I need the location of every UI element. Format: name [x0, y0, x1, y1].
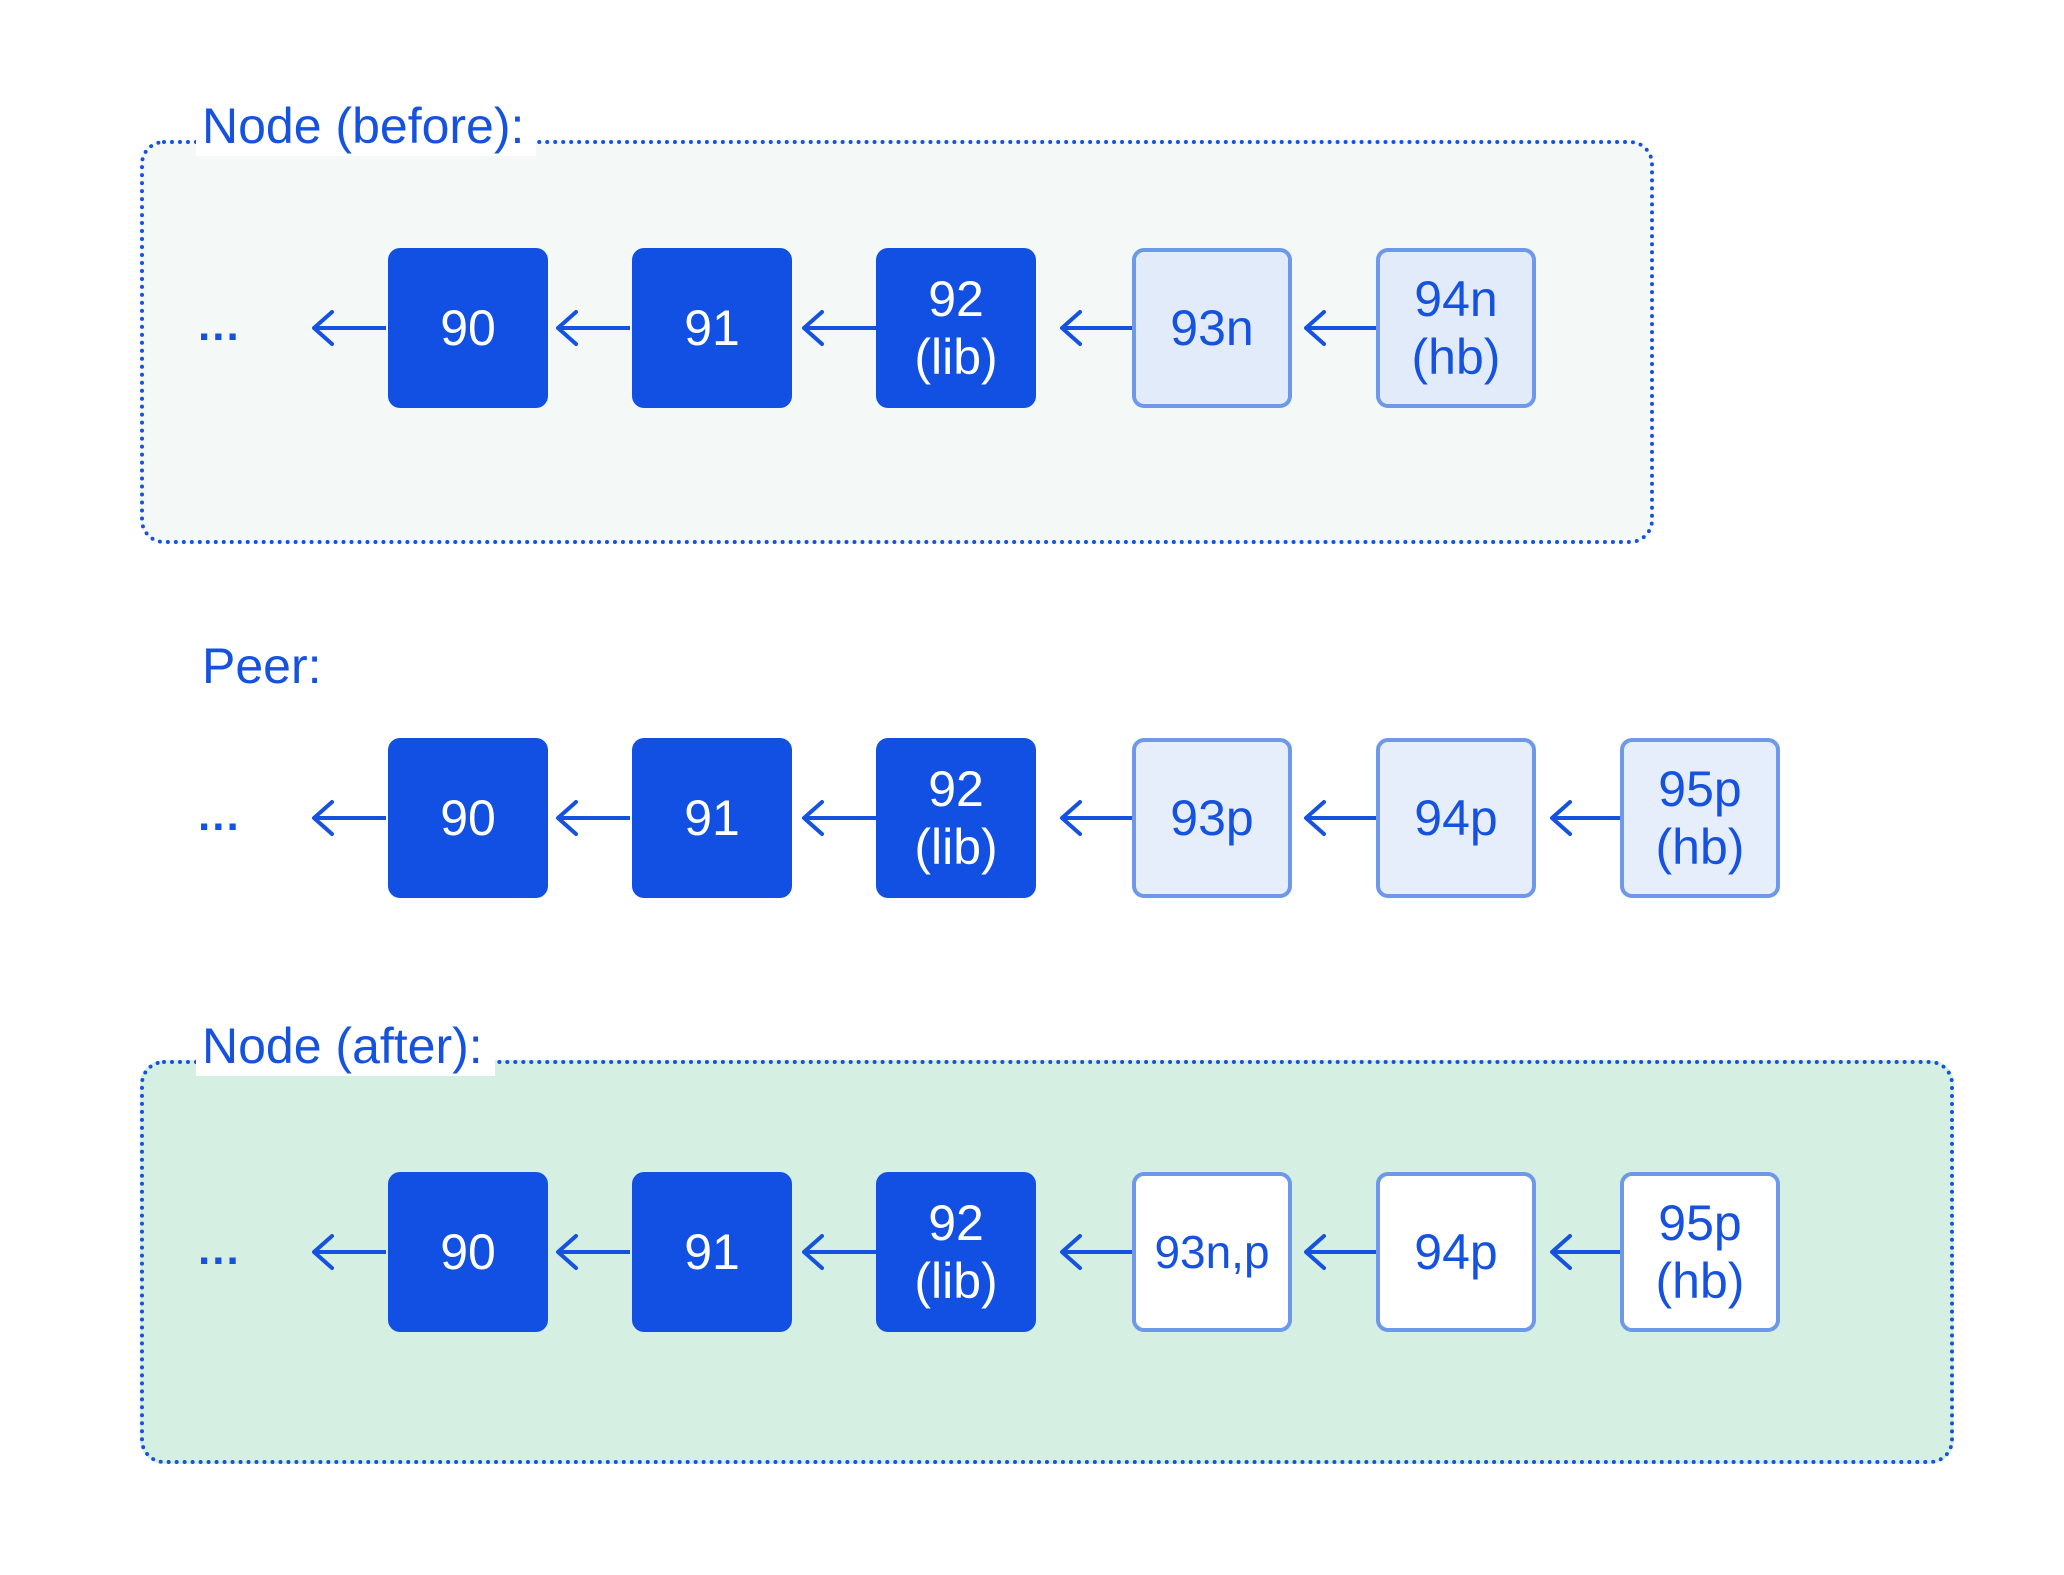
arrow-left-icon [1546, 788, 1626, 848]
block-91: 91 [632, 738, 792, 898]
block-90: 90 [388, 248, 548, 408]
block-93np: 93n,p [1132, 1172, 1292, 1332]
block-label: 90 [440, 790, 496, 846]
block-label: 92 [928, 271, 984, 327]
block-label: 92 [928, 761, 984, 817]
block-label: 94p [1414, 1224, 1498, 1280]
block-94n-hb: 94n(hb) [1376, 248, 1536, 408]
arrow-left-icon [1056, 298, 1136, 358]
block-sublabel: (hb) [1655, 1253, 1745, 1309]
arrow-left-icon [552, 788, 632, 848]
arrow-left-icon [1056, 788, 1136, 848]
node-before-title: Node (before): [196, 96, 537, 156]
arrow-left-icon [1056, 1222, 1136, 1282]
arrow-left-icon [798, 1222, 878, 1282]
node-before-chain: ... 90 91 92(lib) 93n 94n(hb) [0, 248, 2064, 408]
ellipsis: ... [198, 791, 241, 840]
block-93n: 93n [1132, 248, 1292, 408]
arrow-left-icon [1546, 1222, 1626, 1282]
block-sublabel: (lib) [914, 819, 998, 875]
block-label: 91 [684, 1224, 740, 1280]
arrow-left-icon [798, 788, 878, 848]
block-sublabel: (lib) [914, 329, 998, 385]
block-label: 93n [1170, 300, 1254, 356]
block-label: 90 [440, 1224, 496, 1280]
arrow-left-icon [552, 298, 632, 358]
peer-chain: ... 90 91 92(lib) 93p 94p 95p(hb) [0, 738, 2064, 898]
arrow-left-icon [308, 298, 388, 358]
block-label: 93p [1170, 790, 1254, 846]
block-label: 90 [440, 300, 496, 356]
arrow-left-icon [308, 1222, 388, 1282]
block-label: 94p [1414, 790, 1498, 846]
arrow-left-icon [308, 788, 388, 848]
block-sublabel: (lib) [914, 1253, 998, 1309]
block-91: 91 [632, 248, 792, 408]
block-sublabel: (hb) [1655, 819, 1745, 875]
block-95p-hb: 95p(hb) [1620, 738, 1780, 898]
node-after-title: Node (after): [196, 1016, 495, 1076]
block-92-lib: 92(lib) [876, 248, 1036, 408]
ellipsis: ... [198, 1225, 241, 1274]
arrow-left-icon [1300, 298, 1380, 358]
peer-title: Peer: [202, 638, 322, 694]
block-label: 95p [1658, 1195, 1742, 1251]
arrow-left-icon [1300, 1222, 1380, 1282]
block-90: 90 [388, 738, 548, 898]
block-92-lib: 92(lib) [876, 1172, 1036, 1332]
block-label: 92 [928, 1195, 984, 1251]
block-label: 94n [1414, 271, 1498, 327]
arrow-left-icon [552, 1222, 632, 1282]
block-95p-hb: 95p(hb) [1620, 1172, 1780, 1332]
block-label: 93n,p [1154, 1226, 1270, 1278]
block-91: 91 [632, 1172, 792, 1332]
block-sublabel: (hb) [1411, 329, 1501, 385]
node-after-chain: ... 90 91 92(lib) 93n,p 94p 95p(hb) [0, 1172, 2064, 1332]
block-93p: 93p [1132, 738, 1292, 898]
ellipsis: ... [198, 301, 241, 350]
block-label: 91 [684, 790, 740, 846]
block-92-lib: 92(lib) [876, 738, 1036, 898]
block-label: 95p [1658, 761, 1742, 817]
arrow-left-icon [1300, 788, 1380, 848]
arrow-left-icon [798, 298, 878, 358]
block-94p: 94p [1376, 738, 1536, 898]
block-label: 91 [684, 300, 740, 356]
block-90: 90 [388, 1172, 548, 1332]
block-94p: 94p [1376, 1172, 1536, 1332]
